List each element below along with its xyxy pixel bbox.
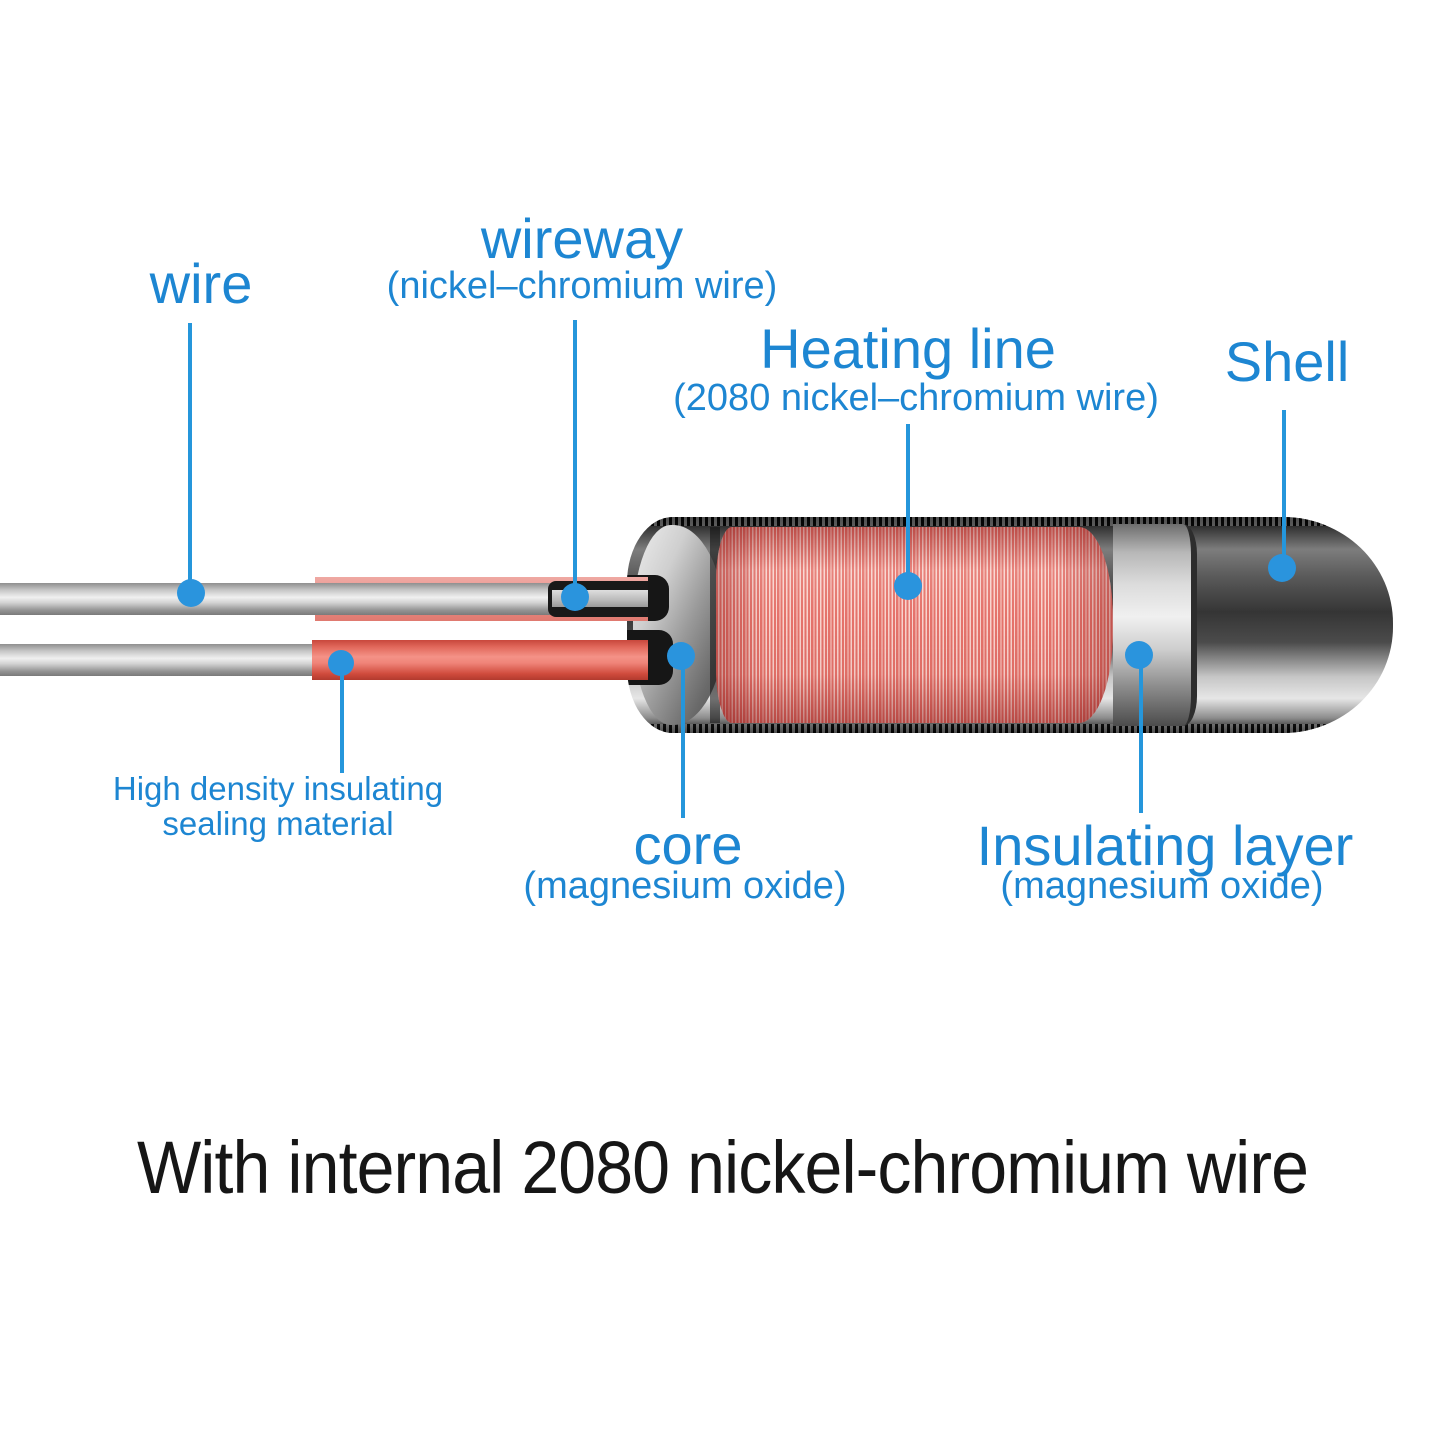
heating-coil-shading	[716, 527, 1113, 723]
sealing-leader-line	[340, 667, 344, 773]
shell-label: Shell	[1224, 330, 1350, 393]
insulating-layer-sublabel: (magnesium oxide)	[1000, 865, 1324, 907]
wire-label: wire	[149, 252, 253, 315]
insulating-layer-ring	[1113, 524, 1197, 726]
insulating-layer-leader-line	[1139, 659, 1143, 813]
wireway-label: wireway	[480, 207, 684, 270]
shell-leader-line	[1282, 410, 1286, 564]
wireway-marker-dot	[561, 583, 589, 611]
shell-knurl-bottom-edge	[627, 724, 1393, 733]
heating-line-marker-dot	[894, 572, 922, 600]
shell-marker-dot	[1268, 554, 1296, 582]
wireway-leader-line	[573, 320, 577, 593]
lead-wire-top	[0, 583, 560, 615]
heating-line-sublabel: (2080 nickel–chromium wire)	[673, 377, 1159, 419]
core-marker-dot	[667, 642, 695, 670]
core-leader-line	[681, 660, 685, 818]
heating-line-leader-line	[906, 424, 910, 584]
core-sublabel: (magnesium oxide)	[523, 865, 847, 907]
sealing-marker-dot	[328, 650, 354, 676]
caption-text: With internal 2080 nickel-chromium wire	[136, 1126, 1309, 1209]
heating-coil	[716, 527, 1113, 723]
wire-marker-dot	[177, 579, 205, 607]
sealing-end-cap	[633, 525, 725, 725]
insulating-layer-label: Insulating layer	[976, 814, 1354, 877]
sealing-label: High density insulating sealing material	[112, 770, 444, 842]
sealing-red-sleeve	[312, 640, 648, 680]
heating-line-label: Heating line	[760, 317, 1056, 380]
wireway-sublabel: (nickel–chromium wire)	[386, 265, 778, 307]
insulating-layer-marker-dot	[1125, 641, 1153, 669]
coil-gap-shadow	[710, 527, 720, 723]
core-label: core	[633, 813, 743, 876]
wire-leader-line	[188, 323, 192, 589]
sealing-label-line2: sealing material	[162, 804, 394, 842]
shell-knurl-top-edge	[627, 517, 1393, 526]
lead-wire-bottom	[0, 644, 316, 676]
heater-cylinder	[627, 517, 1393, 733]
sealing-label-line1: High density insulating	[112, 770, 444, 807]
